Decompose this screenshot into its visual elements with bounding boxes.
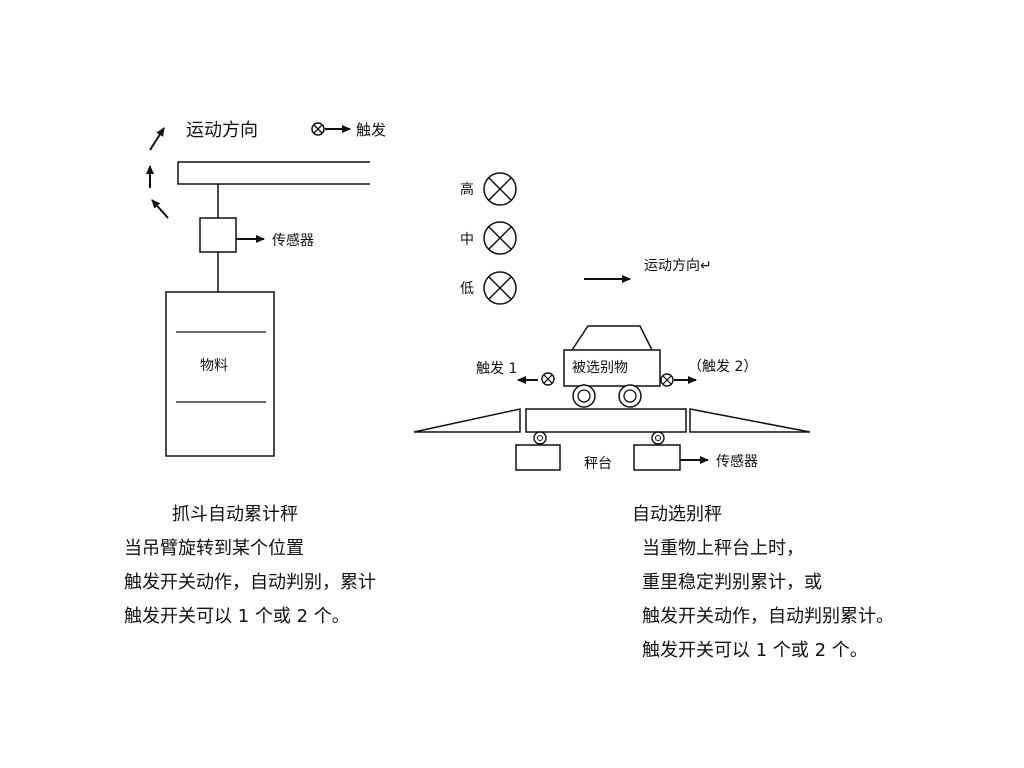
left-sensor-label: 传感器: [272, 232, 314, 249]
right-ramp: [689, 408, 811, 433]
cart-wheel-left-icon: [572, 384, 596, 408]
material-label: 物料: [200, 358, 228, 374]
left-diagram: 运动方向 触发 传感器 物料: [146, 120, 386, 457]
platform-label: 秤台: [584, 456, 612, 472]
left-caption-line-1: 当吊臂旋转到某个位置: [124, 538, 304, 559]
scale-platform: [525, 408, 687, 433]
right-motion-label: 运动方向↵: [644, 258, 712, 274]
load-sensor: [199, 217, 237, 253]
level-mid-label: 中: [460, 232, 474, 248]
left-caption-line-3: 触发开关可以 1 个或 2 个。: [124, 606, 350, 627]
load-cell-left: [515, 444, 561, 471]
left-caption-line-2: 触发开关动作，自动判别，累计: [124, 572, 376, 593]
left-motion-label: 运动方向: [186, 120, 258, 141]
right-caption-line-4: 触发开关可以 1 个或 2 个。: [642, 640, 868, 661]
right-caption-line-2: 重里稳定判别累计，或: [642, 572, 822, 593]
trigger-legend-label: 触发: [356, 121, 386, 139]
trigger1-label: 触发 1: [476, 361, 517, 377]
left-caption: 抓斗自动累计秤 当吊臂旋转到某个位置 触发开关动作，自动判别，累计 触发开关可以…: [124, 498, 376, 634]
trigger1-switch-icon: [541, 372, 555, 386]
level-mid-lamp-icon: [483, 221, 517, 255]
trigger-legend-icon: [311, 122, 351, 136]
level-high-label: 高: [460, 181, 474, 198]
cart-body: [563, 349, 661, 387]
right-caption: 自动选别秤 当重物上秤台上时， 重里稳定判别累计，或 触发开关动作，自动判别累计…: [632, 498, 894, 668]
trigger2-switch-icon: [660, 373, 674, 387]
right-diagram: 高 中 低 运动方向↵ 被选别物: [413, 172, 811, 472]
load-cell-right: [633, 444, 681, 471]
cart-wheel-right-icon: [618, 384, 642, 408]
support-roller-right-icon: [651, 431, 665, 445]
left-ramp: [413, 408, 521, 433]
object-label: 被选别物: [572, 360, 628, 376]
right-caption-title: 自动选别秤: [632, 504, 722, 525]
right-caption-line-3: 触发开关动作，自动判别累计。: [642, 606, 894, 627]
sorted-object: [571, 325, 653, 351]
level-high-lamp-icon: [483, 172, 517, 206]
crane-arm: [177, 161, 370, 185]
trigger2-label: （触发 2）: [688, 359, 757, 375]
left-caption-title: 抓斗自动累计秤: [172, 504, 298, 525]
right-sensor-label: 传感器: [716, 453, 758, 470]
support-roller-left-icon: [533, 431, 547, 445]
level-low-lamp-icon: [483, 271, 517, 305]
right-caption-line-1: 当重物上秤台上时，: [642, 538, 804, 559]
rotation-arrows-icon: [146, 127, 169, 219]
level-low-label: 低: [460, 281, 474, 297]
material-bucket: [165, 291, 275, 457]
